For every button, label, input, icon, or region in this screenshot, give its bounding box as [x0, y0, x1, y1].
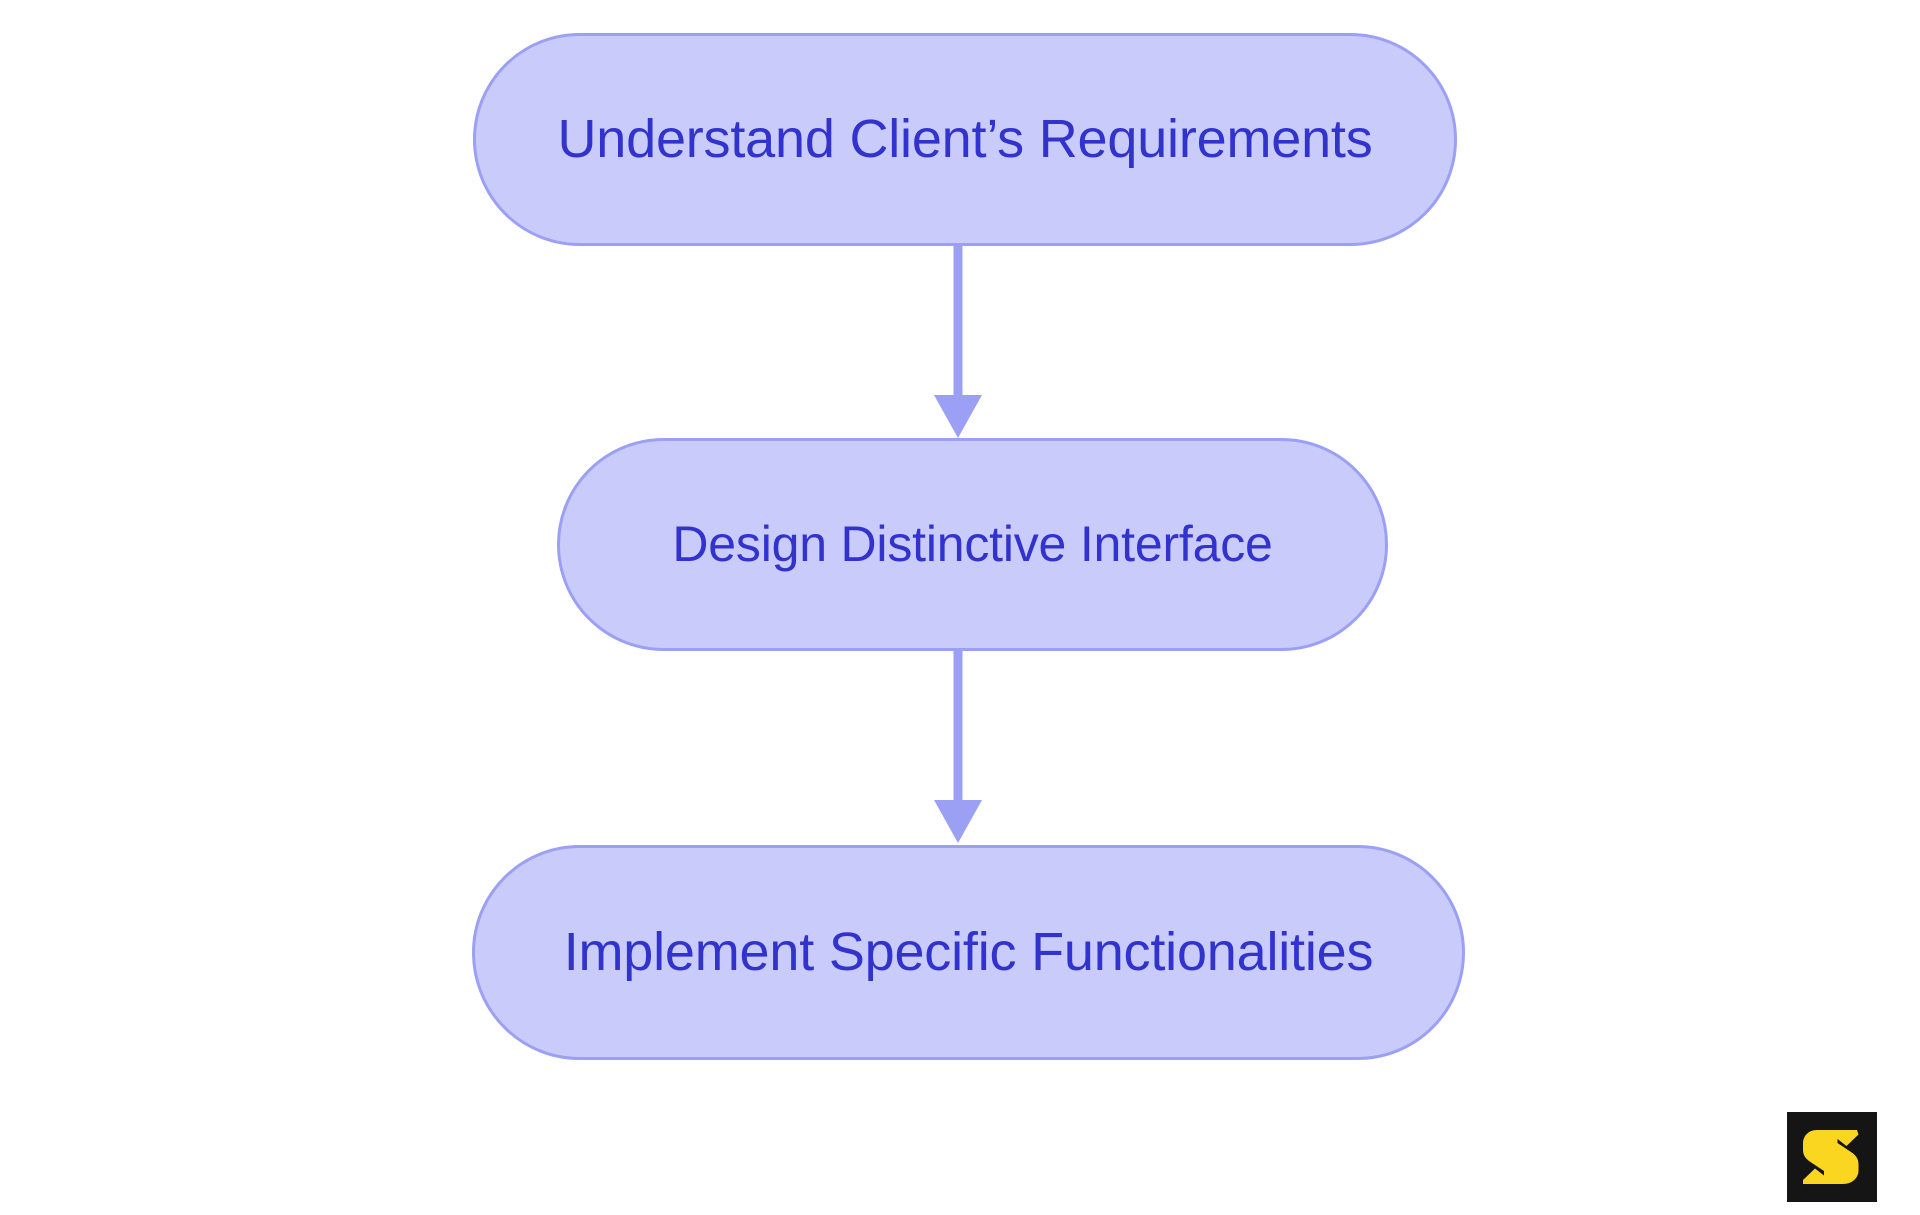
flowchart-node-label: Implement Specific Functionalities	[563, 921, 1374, 982]
down-arrow-icon	[934, 800, 982, 843]
flowchart-node-label: Understand Client’s Requirements	[557, 108, 1373, 169]
flowchart-node-implement-specific-functionalities[interactable]: Implement Specific Functionalities	[472, 845, 1465, 1060]
brand-logo	[1787, 1112, 1877, 1202]
flowchart-node-label: Design Distinctive Interface	[672, 516, 1273, 572]
flowchart-node-understand-client-requirements[interactable]: Understand Client’s Requirements	[473, 33, 1457, 246]
down-arrow-icon	[934, 395, 982, 438]
edge-step2-to-step3	[934, 651, 982, 843]
flowchart-node-design-distinctive-interface[interactable]: Design Distinctive Interface	[557, 438, 1388, 651]
s-monogram-icon	[1803, 1130, 1859, 1184]
edge-step1-to-step2	[934, 246, 982, 438]
